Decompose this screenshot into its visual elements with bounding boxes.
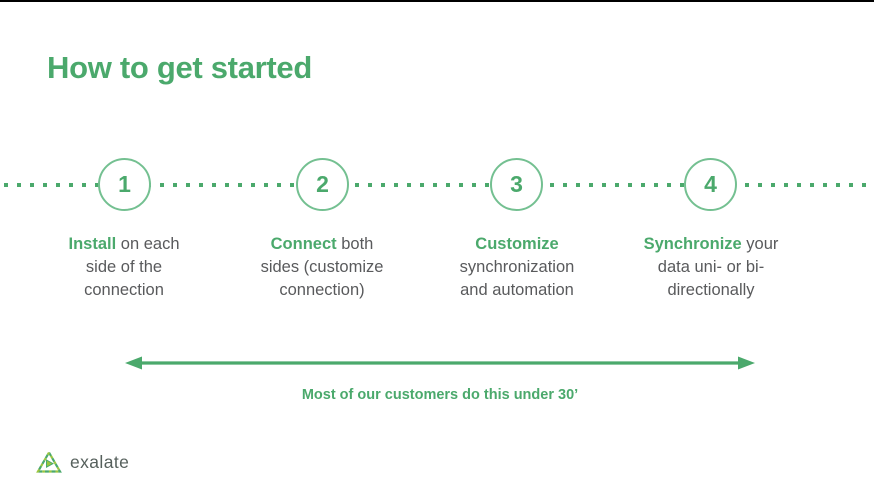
step-description-3: Customize synchronization and automation: [444, 233, 590, 302]
timeline-dotted-line: [4, 183, 874, 187]
exalate-logo-icon: [36, 450, 62, 473]
step-rest-3: synchronization and automation: [459, 258, 575, 299]
step-rest-2: both sides (customize connection): [260, 235, 384, 299]
step-number-3: 3: [510, 171, 523, 197]
step-rest-1: on each side of the connection: [84, 235, 180, 299]
logo: exalate: [36, 450, 129, 475]
step-number-2: 2: [316, 171, 329, 197]
step-description-1: Install on each side of the connection: [59, 233, 189, 302]
step-keyword-3: Customize: [475, 235, 559, 253]
step-description-2: Connect both sides (customize connection…: [252, 233, 392, 302]
logo-text: exalate: [70, 452, 130, 472]
step-circle-1: 1: [98, 158, 151, 211]
step-number-1: 1: [118, 171, 131, 197]
step-keyword-4: Synchronize: [643, 235, 742, 253]
step-circle-4: 4: [684, 158, 737, 211]
step-number-4: 4: [704, 171, 717, 197]
duration-arrow: [125, 355, 755, 371]
page-title: How to get started: [47, 50, 313, 85]
double-arrow-icon: [125, 356, 755, 370]
step-description-4: Synchronize your data uni- or bi-directi…: [636, 233, 786, 302]
step-rest-4: your data uni- or bi-directionally: [657, 235, 779, 299]
step-keyword-1: Install: [68, 235, 117, 253]
step-keyword-2: Connect: [270, 235, 337, 253]
step-circle-3: 3: [490, 158, 543, 211]
step-circle-2: 2: [296, 158, 349, 211]
arrow-caption: Most of our customers do this under 30’: [301, 387, 579, 403]
